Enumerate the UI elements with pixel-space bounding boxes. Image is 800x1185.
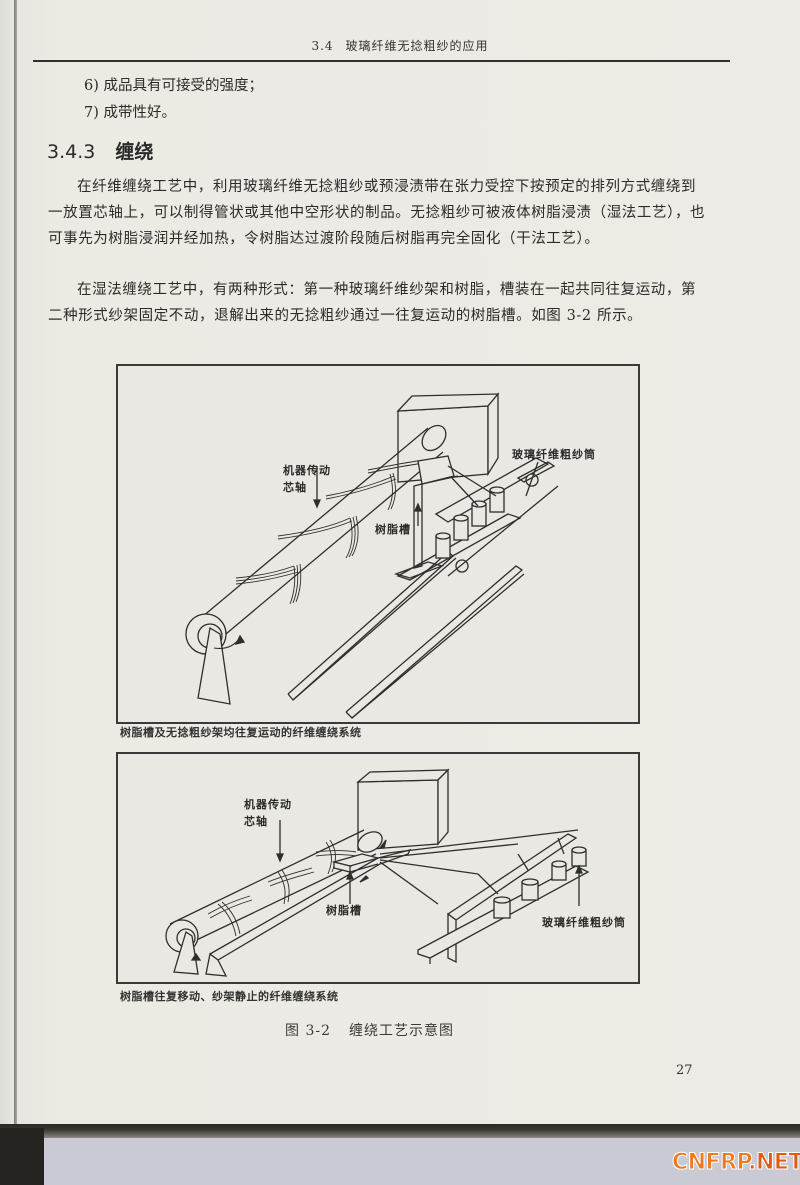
list-marker: 7) [84,105,99,121]
figure-panel-1-caption: 树脂槽及无捻粗纱架均往复运动的纤维缠绕系统 [120,726,362,739]
label-resin-bath: 树脂槽 [375,523,411,536]
list-marker: 6) [84,78,99,94]
header-rule [33,60,730,62]
list-text: 成品具有可接受的强度； [103,78,264,94]
watermark-logo: CNFRP.NET [671,1150,800,1176]
figure-number: 图 3-2 [285,1023,331,1039]
figure-title: 缠绕工艺示意图 [349,1023,454,1039]
figure-panel-2: 机器传动 芯轴 树脂槽 玻璃纤维粗纱筒 [116,752,640,984]
paragraph-text: 在纤维缠绕工艺中，利用玻璃纤维无捻粗纱或预浸渍带在张力受控下按预定的排列方式缠绕… [48,179,706,247]
figure-panel-2-caption: 树脂槽往复移动、纱架静止的纤维缠绕系统 [120,990,339,1003]
label-roving-creel: 玻璃纤维粗纱筒 [512,448,596,461]
figure-caption: 图 3-2 缠绕工艺示意图 [285,1020,454,1040]
label-mandrel: 机器传动 芯轴 [244,798,292,828]
page-number: 27 [676,1063,693,1078]
running-head-title: 玻璃纤维无捻粗纱的应用 [345,39,489,53]
scanner-shadow [0,1128,44,1185]
book-spine-shadow [14,0,17,1128]
list-item: 6) 成品具有可接受的强度； [84,73,263,99]
running-head-section-number: 3.4 [311,39,334,53]
body-paragraph: 在湿法缠绕工艺中，有两种形式：第一种玻璃纤维纱架和树脂，槽装在一起共同往复运动，… [48,277,708,329]
list-item: 7) 成带性好。 [84,100,176,126]
figure-panel-1: 机器传动 芯轴 树脂槽 玻璃纤维粗纱筒 [116,364,640,724]
filament-winding-diagram-2 [165,768,590,977]
label-roving-creel: 玻璃纤维粗纱筒 [542,916,626,929]
list-text: 成带性好。 [103,105,177,121]
page-bottom-edge [0,1124,800,1138]
paragraph-text: 在湿法缠绕工艺中，有两种形式：第一种玻璃纤维纱架和树脂，槽装在一起共同往复运动，… [48,282,697,324]
filament-winding-diagram-1 [185,392,559,719]
body-paragraph: 在纤维缠绕工艺中，利用玻璃纤维无捻粗纱或预浸渍带在张力受控下按预定的排列方式缠绕… [48,174,708,252]
section-number: 3.4.3 [47,141,96,163]
section-title: 缠绕 [115,141,154,163]
running-head: 3.4 玻璃纤维无捻粗纱的应用 [0,37,800,54]
section-heading: 3.4.3 缠绕 [47,137,153,164]
label-resin-bath: 树脂槽 [326,904,362,917]
label-mandrel: 机器传动 芯轴 [283,464,331,494]
